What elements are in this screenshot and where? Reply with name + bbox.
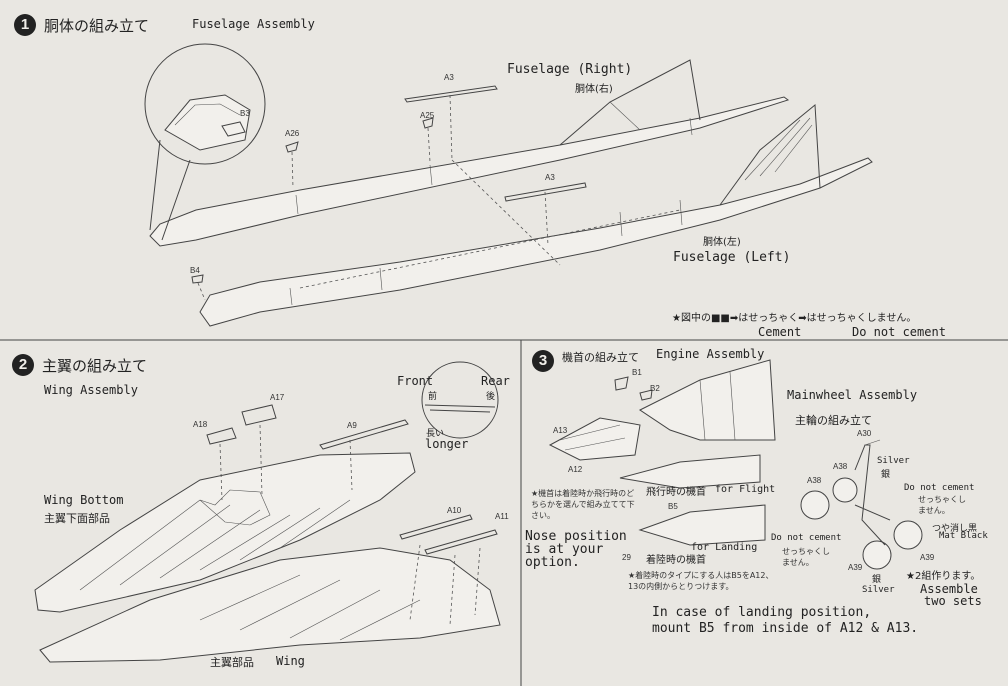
part-b4: [191, 274, 204, 284]
mainwheel-do-not-cement-en: Do not cement: [904, 483, 975, 493]
silver-label-jp-2: 銀: [872, 575, 882, 585]
landing-nose-en: for Landing: [691, 542, 758, 553]
part-a25: [422, 117, 434, 129]
part-a9: [319, 419, 409, 450]
fuselage-right-drawing: [149, 59, 790, 247]
part-label-a12: A12: [568, 465, 583, 474]
nose-option-note: Nose position is at your option.: [525, 529, 627, 570]
part-label-a25: A25: [420, 111, 435, 120]
mainwheel-title-jp: 主輪の組み立て: [795, 414, 872, 427]
part-label-29: 29: [622, 553, 631, 562]
landing-note-jp: ★着陸時のタイプにする人はB5をA12、13の内側からとりつけます。: [628, 571, 774, 591]
part-label-b5: B5: [668, 502, 678, 511]
landing-note-en-1: In case of landing position,: [652, 605, 872, 620]
fuselage-left-label: Fuselage (Left): [673, 250, 791, 265]
step-3-title-en: Engine Assembly: [656, 347, 765, 361]
nose-do-not-cement-jp: せっちゃくしません。: [782, 547, 830, 567]
fuselage-left-drawing: [199, 103, 873, 327]
part-a3-top: [404, 85, 498, 103]
mainwheel-title-en: Mainwheel Assembly: [787, 388, 918, 402]
step-1-title-en: Fuselage Assembly: [192, 17, 315, 31]
part-label-a11: A11: [495, 512, 509, 521]
detail-circle: [144, 43, 266, 165]
part-label-a3-mid: A3: [545, 173, 555, 182]
nose-do-not-cement-en: Do not cement: [771, 533, 842, 543]
step-3-badge: 3: [532, 350, 554, 372]
two-sets-en-1: Assemble: [920, 582, 978, 596]
silver-label-1: Silver: [877, 456, 910, 466]
part-label-b1: B1: [632, 368, 642, 377]
part-a17: [241, 404, 277, 426]
longer-label: longer: [425, 437, 469, 451]
part-label-a39-right: A39: [920, 553, 935, 562]
no-cement-legend-en: Do not cement: [852, 325, 946, 339]
nose-note-jp: ★機首は着陸時か飛行時のどちらかを選んで組み立てて下さい。: [531, 489, 635, 520]
silver-label-2: Silver: [862, 585, 895, 595]
step-1-badge: 1: [14, 14, 36, 36]
part-label-a9: A9: [347, 421, 357, 430]
wing-bottom-label-jp: 主翼下面部品: [44, 512, 110, 525]
part-label-a10: A10: [447, 506, 462, 515]
part-a10: [399, 514, 473, 540]
part-a18: [206, 427, 237, 445]
fuselage-left-label-jp: 胴体(左): [703, 237, 741, 248]
part-label-a13: A13: [553, 426, 568, 435]
part-label-b3: B3: [240, 109, 250, 118]
step-2-title-jp: 主翼の組み立て: [42, 357, 148, 375]
flight-nose-en: for Flight: [715, 484, 776, 495]
front-label: Front: [397, 374, 434, 388]
rear-label: Rear: [481, 374, 510, 388]
step-2-title-en: Wing Assembly: [44, 383, 138, 397]
mat-black-label-jp: つや消し黒: [932, 524, 978, 534]
nose-assembly-drawing: [548, 359, 776, 546]
wing-bottom-label: Wing Bottom: [44, 493, 124, 507]
part-a11: [424, 529, 498, 555]
wing-label: Wing: [276, 654, 305, 668]
part-label-b2: B2: [650, 384, 660, 393]
mainwheel-do-not-cement-jp: せっちゃくしません。: [918, 495, 966, 515]
part-label-b4: B4: [190, 266, 200, 275]
step-1-title-jp: 胴体の組み立て: [44, 17, 150, 35]
fuselage-right-label: Fuselage (Right): [507, 62, 633, 77]
cement-legend-jp: ★図中の■■➡はせっちゃく➡はせっちゃくしません。: [672, 313, 917, 324]
longer-label-jp: 長い: [426, 429, 445, 439]
flight-nose-jp: 飛行時の機首: [646, 487, 706, 498]
step-2-badge: 2: [12, 354, 34, 376]
part-label-a17: A17: [270, 393, 285, 402]
silver-label-jp-1: 銀: [881, 470, 891, 480]
part-label-a30: A30: [857, 429, 872, 438]
landing-nose-jp: 着陸時の機首: [646, 555, 706, 566]
part-label-a39-bottom: A39: [848, 563, 863, 572]
wing-top-drawing: [39, 547, 501, 663]
cement-legend-en: Cement: [758, 325, 802, 339]
part-label-a18: A18: [193, 420, 208, 429]
landing-note-en-2: mount B5 from inside of A12 & A13.: [652, 621, 919, 636]
part-label-a38-left: A38: [807, 476, 822, 485]
part-a26: [285, 141, 299, 153]
mainwheel-drawing: [800, 439, 923, 570]
part-label-a3-top: A3: [444, 73, 454, 82]
two-sets-jp: ★2組作ります。: [906, 571, 981, 582]
wing-bottom-drawing: [34, 452, 416, 613]
part-label-a26: A26: [285, 129, 300, 138]
longer-detail-circle: [421, 361, 499, 439]
mat-black-label: Mat Black: [939, 531, 988, 541]
fuselage-right-label-jp: 胴体(右): [575, 84, 613, 95]
part-a3-mid: [504, 182, 587, 202]
rear-label-jp: 後: [486, 392, 496, 402]
step-3-title-jp: 機首の組み立て: [562, 351, 639, 364]
two-sets-en-2: two sets: [924, 594, 982, 608]
front-label-jp: 前: [428, 392, 438, 402]
part-label-a38-top: A38: [833, 462, 848, 471]
wing-label-jp: 主翼部品: [210, 656, 254, 669]
